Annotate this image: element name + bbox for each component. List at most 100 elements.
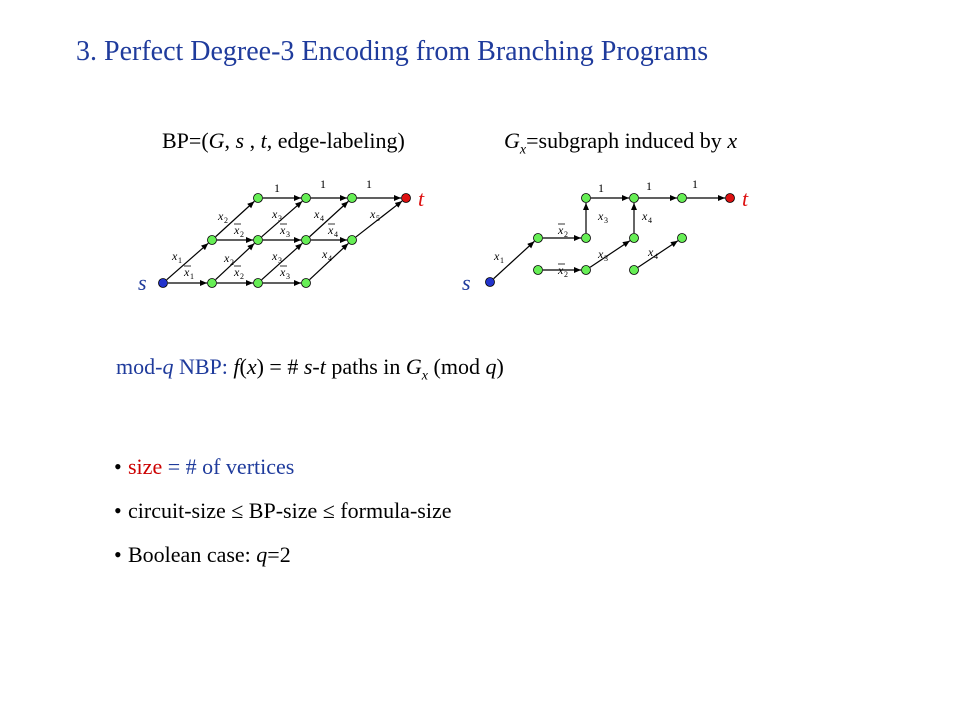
- negated-variable-label: x: [279, 223, 286, 237]
- sink-symbol: t: [260, 128, 267, 153]
- sep: ,: [244, 128, 261, 153]
- nbp-label: NBP:: [173, 354, 234, 379]
- graph-symbol: G: [208, 128, 225, 153]
- source-label: s: [138, 270, 147, 295]
- bullet-dot: •: [114, 542, 122, 567]
- variable-index: 1: [500, 256, 504, 265]
- size-relation-text: circuit-size ≤ BP-size ≤ formula-size: [128, 498, 452, 523]
- variable-label: x: [321, 247, 328, 261]
- sink-label: t: [742, 186, 749, 211]
- source-symbol: s: [235, 128, 245, 153]
- variable-index: 1: [190, 272, 194, 281]
- nbp-s: s: [303, 354, 313, 379]
- edge-arrow: [309, 200, 349, 238]
- variable-index: 2: [240, 230, 244, 239]
- bullet-size: •size = # of vertices: [114, 454, 451, 484]
- variable-label: x: [271, 207, 278, 221]
- sep: ,: [224, 128, 236, 153]
- sink-node: [725, 193, 735, 203]
- graph-node: [677, 233, 687, 243]
- edge-arrow: [355, 200, 403, 238]
- nbp-close: ): [496, 354, 504, 379]
- negated-variable-label: x: [233, 223, 240, 237]
- graph-node: [533, 265, 543, 275]
- input-x: x: [727, 128, 738, 153]
- graph-node: [629, 233, 639, 243]
- variable-index: 4: [334, 230, 338, 239]
- variable-index: 3: [604, 254, 608, 263]
- variable-index: 5: [376, 214, 380, 223]
- constant-one-label: 1: [646, 179, 652, 193]
- source-label: s: [462, 270, 471, 295]
- variable-index: 4: [654, 252, 658, 261]
- variable-index: 3: [278, 256, 282, 265]
- nbp-t: t: [319, 354, 326, 379]
- bp-definition-caption: BP=(G, s , t, edge-labeling): [162, 128, 405, 154]
- nbp-sub-x: x: [421, 368, 429, 384]
- graph-node: [253, 193, 263, 203]
- variable-label: x: [369, 207, 376, 221]
- nbp-paths-in: paths in: [325, 354, 406, 379]
- variable-index: 2: [564, 270, 568, 279]
- size-definition: = # of vertices: [162, 454, 295, 479]
- variable-index: 2: [240, 272, 244, 281]
- source-node: [158, 278, 168, 288]
- graph-node: [581, 193, 591, 203]
- variable-label: x: [171, 249, 178, 263]
- subgraph-caption: Gx=subgraph induced by x: [504, 128, 737, 158]
- nbp-q: q: [162, 354, 174, 379]
- graph-node: [253, 235, 263, 245]
- graph-node: [581, 233, 591, 243]
- constant-one-label: 1: [366, 177, 372, 191]
- boolean-q: q: [256, 542, 268, 567]
- variable-index: 3: [286, 272, 290, 281]
- variable-index: 3: [278, 214, 282, 223]
- variable-label: x: [223, 251, 230, 265]
- nbp-dash: -: [312, 354, 320, 379]
- nbp-q2: q: [485, 354, 497, 379]
- graph-node: [301, 193, 311, 203]
- variable-index: 4: [328, 254, 332, 263]
- variable-index: 1: [178, 256, 182, 265]
- bullet-size-relation: •circuit-size ≤ BP-size ≤ formula-size: [114, 498, 451, 528]
- variable-label: x: [493, 249, 500, 263]
- nbp-G: G: [405, 354, 422, 379]
- nbp-f: f: [233, 354, 240, 379]
- bp-suffix: , edge-labeling): [266, 128, 405, 153]
- subscript-x: x: [519, 142, 527, 158]
- variable-index: 4: [320, 214, 324, 223]
- negated-variable-label: x: [327, 223, 334, 237]
- edge-arrow: [261, 200, 303, 238]
- nbp-paren: (: [239, 354, 247, 379]
- negated-variable-label: x: [279, 265, 286, 279]
- variable-index: 3: [286, 230, 290, 239]
- variable-index: 4: [648, 216, 652, 225]
- edge-arrow: [589, 240, 631, 268]
- graph-node: [347, 193, 357, 203]
- bp-prefix: BP=(: [162, 128, 209, 153]
- bullet-list: •size = # of vertices •circuit-size ≤ BP…: [114, 454, 451, 586]
- variable-label: x: [597, 247, 604, 261]
- variable-label: x: [313, 207, 320, 221]
- constant-one-label: 1: [320, 177, 326, 191]
- graph-node: [677, 193, 687, 203]
- nbp-x: x: [246, 354, 257, 379]
- constant-one-label: 1: [598, 181, 604, 195]
- variable-label: x: [597, 209, 604, 223]
- graph-node: [301, 278, 311, 288]
- nbp-hash: #: [287, 354, 304, 379]
- edge-arrow: [309, 242, 349, 281]
- graph-node: [207, 235, 217, 245]
- constant-one-label: 1: [274, 181, 280, 195]
- graph-symbol: G: [504, 128, 520, 153]
- slide-title: 3. Perfect Degree-3 Encoding from Branch…: [76, 36, 709, 67]
- variable-index: 3: [604, 216, 608, 225]
- nbp-definition: mod-q NBP: f(x) = # s-t paths in Gx (mod…: [116, 354, 504, 384]
- graph-node: [207, 278, 217, 288]
- variable-label: x: [271, 249, 278, 263]
- sink-node: [401, 193, 411, 203]
- nbp-mod-tail: (mod: [428, 354, 486, 379]
